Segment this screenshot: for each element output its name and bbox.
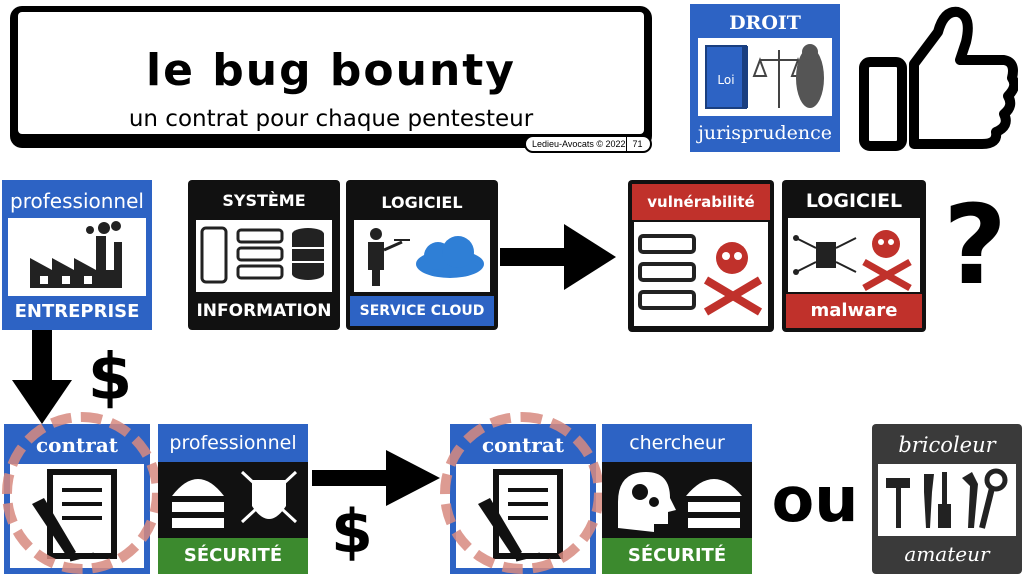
entreprise-card-title: professionnel <box>10 189 144 213</box>
cloud-panel <box>354 220 490 292</box>
droit-card-footer: jurisprudence <box>697 122 833 144</box>
securite-pro-card-title: professionnel <box>158 424 308 462</box>
logiciel-cloud-card-title: LOGICIEL <box>381 193 463 212</box>
bricoleur-card-title: bricoleur <box>898 433 996 457</box>
bricoleur-card-footer: amateur <box>904 542 990 566</box>
arrow-right-icon <box>500 222 618 292</box>
factory-icon <box>30 221 122 288</box>
chercheur-panel <box>602 462 752 538</box>
page-title: le bug bounty <box>146 45 516 96</box>
malware-card-footer: malware <box>786 294 922 328</box>
droit-card: DROIT Loi jurisprudence <box>690 4 840 152</box>
devices-server-database-icon <box>200 226 324 284</box>
arrow-down-icon <box>10 330 74 426</box>
logiciel-cloud-card: LOGICIEL SERVICE CLOUD <box>346 180 498 330</box>
page-subtitle: un contrat pour chaque pentesteur <box>128 106 534 132</box>
highlight-ring-2 <box>440 412 604 574</box>
factory-panel <box>8 218 146 296</box>
chip-skull-icon <box>793 230 912 292</box>
title-panel <box>18 12 644 134</box>
droit-card-illustration: Loi <box>698 38 832 116</box>
systeme-card-title: SYSTÈME <box>222 191 306 210</box>
chercheur-card-title: chercheur <box>602 424 752 462</box>
brain-gears-server-icon <box>618 472 742 532</box>
malware-card-title: LOGICIEL <box>805 190 903 212</box>
droit-card-title: DROIT <box>729 12 801 34</box>
highlight-ring-1 <box>2 412 162 574</box>
law-book-justice-icon: Loi <box>705 44 824 109</box>
arrow-right-icon-2 <box>312 448 442 508</box>
systeme-panel <box>196 220 332 292</box>
book-label: Loi <box>717 73 734 87</box>
tools-icon <box>886 468 1008 529</box>
dollar-sign-1: $ <box>87 341 133 415</box>
malware-card: LOGICIEL malware <box>782 180 926 332</box>
dollar-sign-2: $ <box>331 497 373 567</box>
credit-badge: Ledieu-Avocats © 2022 71 <box>524 135 652 153</box>
malware-panel <box>788 218 920 292</box>
entreprise-card: professionnel ENTREPRISE <box>2 180 152 330</box>
server-skull-icon <box>638 234 763 316</box>
securite-pro-panel <box>158 462 308 538</box>
vulnerabilite-card-title: vulnérabilité <box>632 184 770 220</box>
thumbs-up-icon <box>858 2 1020 152</box>
waiter-cloud-icon <box>368 228 484 286</box>
securite-pro-card: professionnel SÉCURITÉ <box>158 424 308 574</box>
entreprise-card-footer: ENTREPRISE <box>14 301 140 322</box>
credit-text: Ledieu-Avocats © 2022 <box>532 139 626 149</box>
question-mark: ? <box>943 181 1007 309</box>
systeme-card: SYSTÈME INFORMATION <box>188 180 340 330</box>
bricoleur-panel <box>878 464 1016 536</box>
chercheur-card: chercheur SÉCURITÉ <box>602 424 752 574</box>
chercheur-card-footer: SÉCURITÉ <box>602 538 752 574</box>
logiciel-cloud-card-footer: SERVICE CLOUD <box>350 296 494 326</box>
vulnerabilite-card: vulnérabilité <box>628 180 774 332</box>
systeme-card-footer: INFORMATION <box>196 301 332 321</box>
umbrella-server-shield-icon <box>172 470 298 528</box>
bricoleur-card: bricoleur amateur <box>872 424 1022 574</box>
securite-pro-card-footer: SÉCURITÉ <box>158 538 308 574</box>
vulnerabilite-panel <box>634 222 768 326</box>
ou-text: ou <box>771 463 859 536</box>
page-number: 71 <box>626 137 648 151</box>
